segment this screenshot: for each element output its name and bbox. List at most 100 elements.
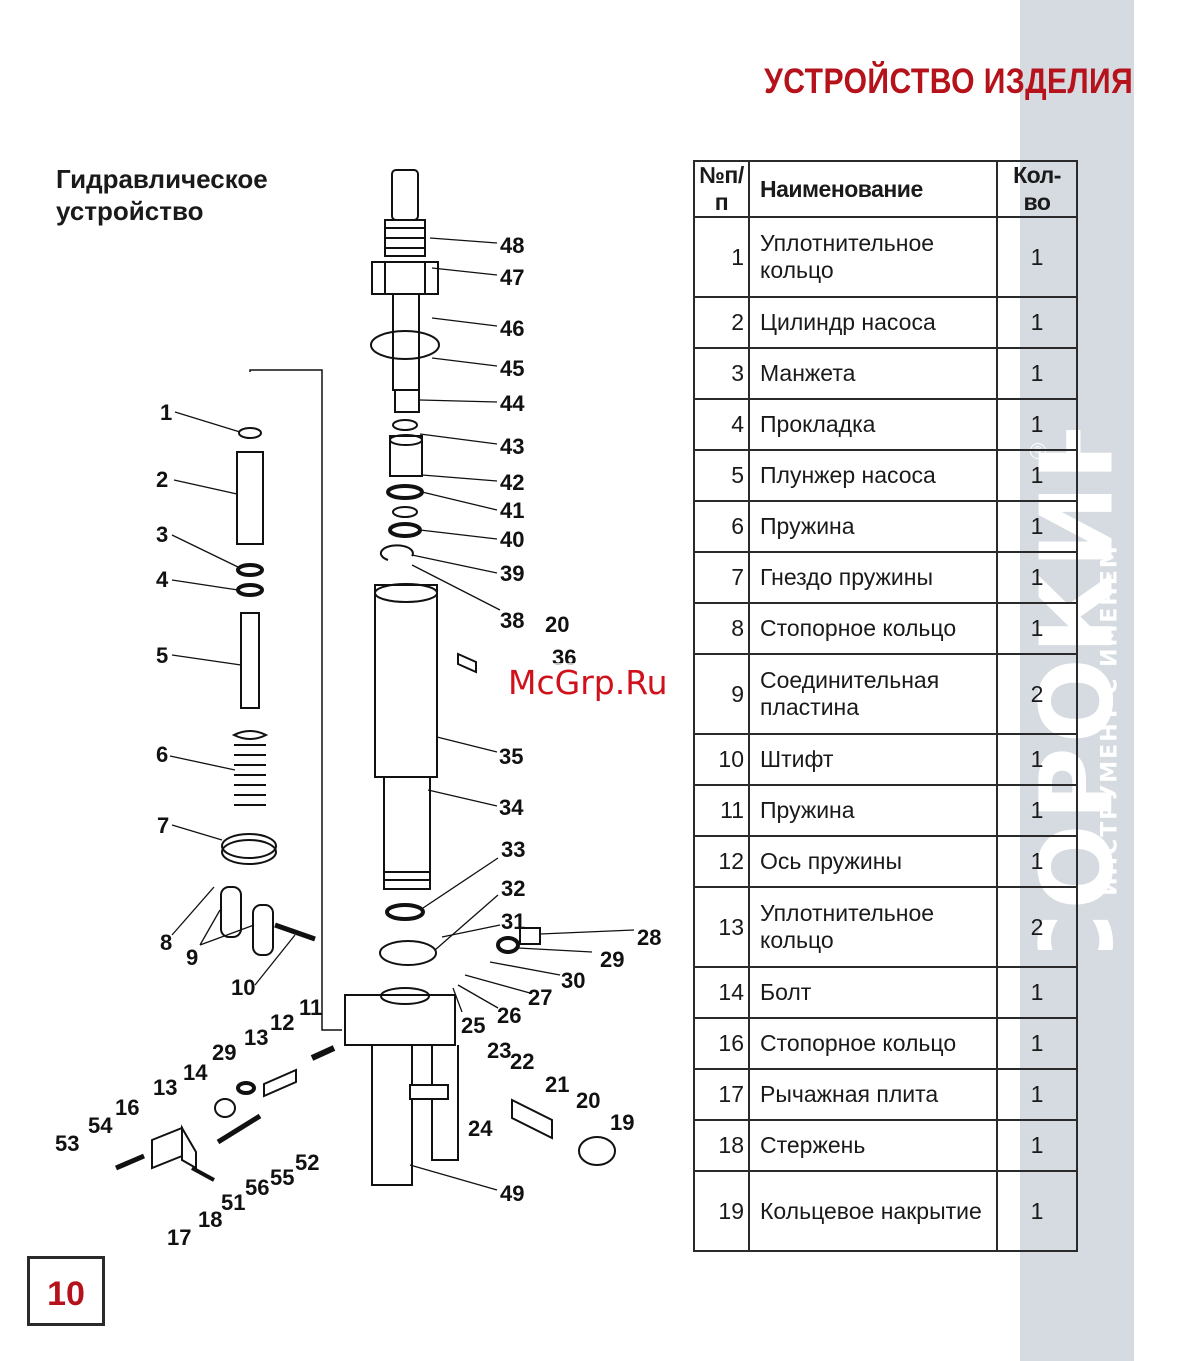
row-num: 1 bbox=[693, 216, 750, 298]
svg-text:2: 2 bbox=[156, 467, 168, 492]
svg-text:5: 5 bbox=[156, 643, 168, 668]
svg-text:25: 25 bbox=[461, 1013, 485, 1038]
svg-text:43: 43 bbox=[500, 434, 524, 459]
row-qty: 1 bbox=[996, 602, 1078, 655]
svg-text:14: 14 bbox=[183, 1060, 208, 1085]
svg-text:51: 51 bbox=[221, 1190, 245, 1215]
svg-text:13: 13 bbox=[153, 1075, 177, 1100]
svg-text:40: 40 bbox=[500, 527, 524, 552]
svg-text:8: 8 bbox=[160, 930, 172, 955]
section-title-line2: устройство bbox=[56, 196, 204, 226]
row-name: Стопорное кольцо bbox=[748, 602, 998, 655]
row-name: Соединительная пластина bbox=[748, 653, 998, 735]
row-num: 14 bbox=[693, 966, 750, 1019]
section-title-line1: Гидравлическое bbox=[56, 164, 268, 194]
page-title: УСТРОЙСТВО ИЗДЕЛИЯ bbox=[763, 62, 1133, 101]
svg-text:22: 22 bbox=[510, 1049, 534, 1074]
row-num: 16 bbox=[693, 1017, 750, 1070]
svg-text:52: 52 bbox=[295, 1150, 319, 1175]
row-num: 8 bbox=[693, 602, 750, 655]
row-name: Пружина bbox=[748, 784, 998, 837]
row-qty: 2 bbox=[996, 653, 1078, 735]
svg-text:45: 45 bbox=[500, 356, 524, 381]
row-qty: 1 bbox=[996, 1068, 1078, 1121]
row-name: Ось пружины bbox=[748, 835, 998, 888]
svg-text:38: 38 bbox=[500, 608, 524, 633]
svg-text:54: 54 bbox=[88, 1113, 113, 1138]
svg-text:49: 49 bbox=[500, 1181, 524, 1206]
svg-text:32: 32 bbox=[501, 876, 525, 901]
svg-text:29: 29 bbox=[600, 947, 624, 972]
svg-text:11: 11 bbox=[299, 995, 322, 1020]
svg-text:21: 21 bbox=[545, 1072, 569, 1097]
svg-text:41: 41 bbox=[500, 498, 524, 523]
svg-text:39: 39 bbox=[500, 561, 524, 586]
svg-text:24: 24 bbox=[468, 1116, 493, 1141]
svg-text:10: 10 bbox=[231, 975, 255, 1000]
row-num: 4 bbox=[693, 398, 750, 451]
row-name: Пружина bbox=[748, 500, 998, 553]
svg-text:4: 4 bbox=[156, 567, 169, 592]
svg-text:17: 17 bbox=[167, 1225, 191, 1250]
svg-text:16: 16 bbox=[115, 1095, 139, 1120]
row-qty: 2 bbox=[996, 886, 1078, 968]
svg-text:28: 28 bbox=[637, 925, 661, 950]
row-qty: 1 bbox=[996, 784, 1078, 837]
row-qty: 1 bbox=[996, 296, 1078, 349]
row-qty: 1 bbox=[996, 500, 1078, 553]
row-name: Стержень bbox=[748, 1119, 998, 1172]
row-name: Болт bbox=[748, 966, 998, 1019]
svg-text:30: 30 bbox=[561, 968, 585, 993]
row-qty: 1 bbox=[996, 347, 1078, 400]
row-qty: 1 bbox=[996, 835, 1078, 888]
row-name: Стопорное кольцо bbox=[748, 1017, 998, 1070]
svg-text:48: 48 bbox=[500, 233, 524, 258]
svg-text:19: 19 bbox=[610, 1110, 634, 1135]
svg-text:42: 42 bbox=[500, 470, 524, 495]
row-name: Рычажная плита bbox=[748, 1068, 998, 1121]
svg-text:27: 27 bbox=[528, 985, 552, 1010]
row-name: Манжета bbox=[748, 347, 998, 400]
row-num: 11 bbox=[693, 784, 750, 837]
row-qty: 1 bbox=[996, 1119, 1078, 1172]
row-name: Плунжер насоса bbox=[748, 449, 998, 502]
svg-text:44: 44 bbox=[500, 391, 525, 416]
svg-text:20: 20 bbox=[576, 1088, 600, 1113]
svg-text:35: 35 bbox=[499, 744, 523, 769]
svg-text:9: 9 bbox=[186, 945, 198, 970]
row-num: 13 bbox=[693, 886, 750, 968]
svg-text:12: 12 bbox=[270, 1010, 294, 1035]
row-qty: 1 bbox=[996, 398, 1078, 451]
svg-text:33: 33 bbox=[501, 837, 525, 862]
row-name: Уплотнительное кольцо bbox=[748, 216, 998, 298]
column-header-name: Наименование bbox=[748, 160, 998, 218]
svg-text:53: 53 bbox=[55, 1131, 79, 1156]
svg-text:18: 18 bbox=[198, 1207, 222, 1232]
svg-text:34: 34 bbox=[499, 795, 524, 820]
svg-text:47: 47 bbox=[500, 265, 524, 290]
svg-text:13: 13 bbox=[244, 1025, 268, 1050]
table-header-row: №п/п Наименование Кол-во bbox=[693, 160, 1078, 218]
row-name: Гнездо пружины bbox=[748, 551, 998, 604]
svg-text:3: 3 bbox=[156, 522, 168, 547]
watermark: McGrp.Ru bbox=[502, 663, 674, 702]
svg-text:6: 6 bbox=[156, 742, 168, 767]
row-qty: 1 bbox=[996, 216, 1078, 298]
svg-text:23: 23 bbox=[487, 1038, 511, 1063]
